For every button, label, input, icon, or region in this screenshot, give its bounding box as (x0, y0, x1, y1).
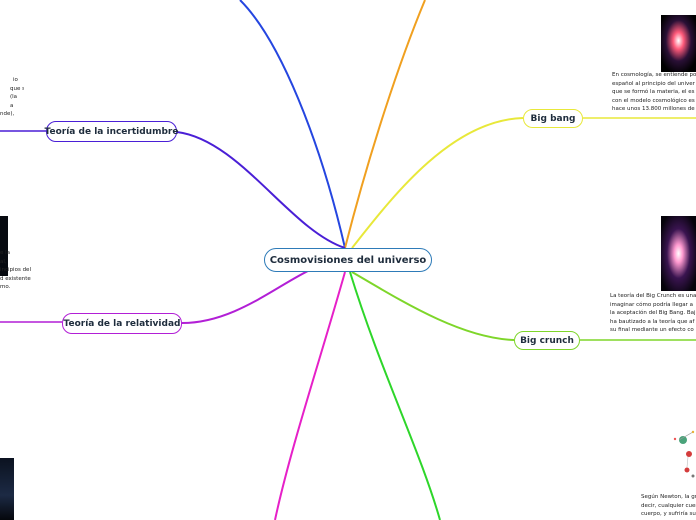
bottom-left-image (0, 458, 14, 520)
topic-relatividad[interactable]: Teoría de la relatividad (62, 313, 182, 334)
text-line: decir, cualquier cuer (641, 502, 696, 511)
text-line: mo. (0, 283, 40, 292)
text-line: En cosmología, se entiende po (612, 71, 696, 80)
text-line: Según Newton, la gr (641, 493, 696, 502)
text-line: a (10, 102, 24, 111)
text-line: d existente (0, 275, 40, 284)
newton-illustration (667, 426, 696, 490)
central-topic[interactable]: Cosmovisiones del universo (264, 248, 432, 272)
text-line: que se formó la materia, el es (612, 88, 696, 97)
text-line: su final mediante un efecto co (610, 326, 696, 335)
incertidumbre-description: io que si (la a nde), (0, 76, 24, 119)
topic-big-bang[interactable]: Big bang (523, 109, 583, 128)
text-line: al, (0, 258, 40, 267)
big-bang-description: En cosmología, se entiende po español al… (612, 71, 696, 114)
topic-incertidumbre[interactable]: Teoría de la incertidumbre (46, 121, 177, 142)
branch-bottom-magenta (275, 272, 345, 520)
text-line: español al principio del univer (612, 80, 696, 89)
text-line: e la (0, 249, 40, 258)
newton-description: Según Newton, la gr decir, cualquier cue… (641, 493, 696, 519)
big-crunch-description: La teoría del Big Crunch es una imaginar… (610, 292, 696, 335)
text-line: que si (10, 85, 24, 94)
text-line: (la (10, 93, 24, 102)
text-line: io (13, 76, 24, 85)
relatividad-description: e la al, incipios del d existente mo. (0, 249, 40, 292)
branch-incertidumbre (177, 132, 345, 248)
branch-top-orange (345, 0, 425, 248)
branch-bigbang (352, 118, 523, 248)
branch-bottom-green (350, 272, 440, 520)
text-line: incipios del (0, 266, 40, 275)
big-crunch-image (661, 216, 696, 291)
text-line: con el modelo cosmológico es (612, 97, 696, 106)
big-bang-image (661, 15, 696, 72)
branch-top-blue (240, 0, 345, 248)
text-line: cuerpo, y sufriría su (641, 510, 696, 519)
text-line: hace unos 13.800 millones de (612, 105, 696, 114)
text-line: la aceptación del Big Bang. Baj (610, 309, 696, 318)
text-line: nde), (0, 110, 24, 119)
topic-big-crunch[interactable]: Big crunch (514, 331, 580, 350)
text-line: imaginar cómo podría llegar a (610, 301, 696, 310)
branch-bigcrunch (352, 272, 514, 340)
text-line: La teoría del Big Crunch es una (610, 292, 696, 301)
text-line: ha bautizado a la teoría que af (610, 318, 696, 327)
